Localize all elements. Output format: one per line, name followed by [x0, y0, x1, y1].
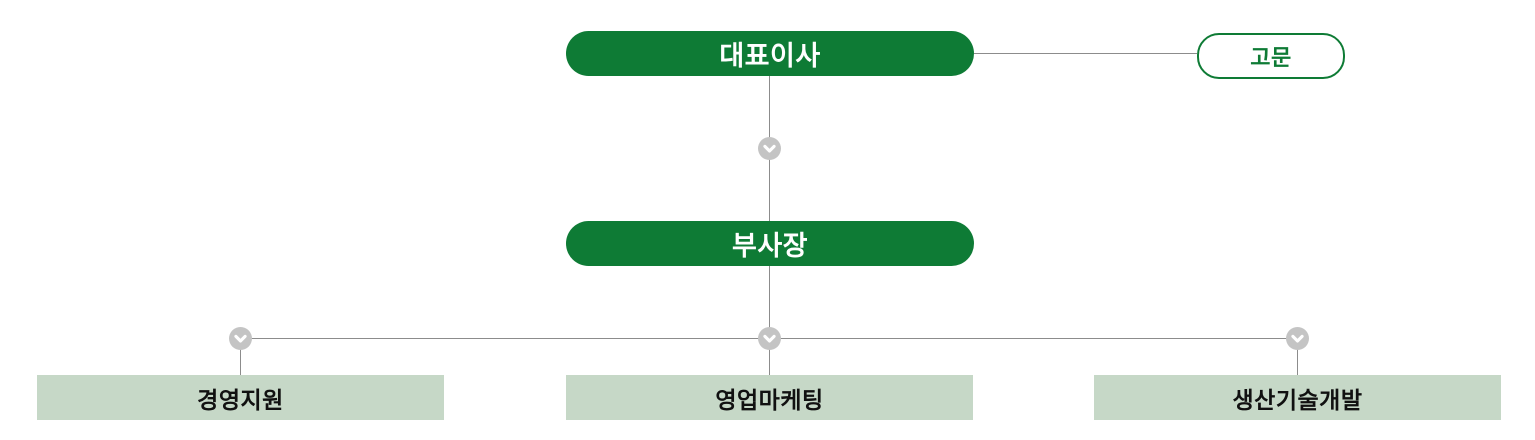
node-vice-president: 부사장: [566, 221, 974, 266]
node-dept-production-tech: 생산기술개발: [1094, 375, 1501, 420]
node-ceo: 대표이사: [566, 31, 974, 76]
chevron-down-icon: [758, 137, 781, 160]
node-dept-management-support: 경영지원: [37, 375, 444, 420]
connector-drop-dept-2: [769, 338, 770, 375]
node-dept-sales-marketing: 영업마케팅: [566, 375, 973, 420]
connector-drop-dept-3: [1297, 338, 1298, 375]
chevron-down-icon: [229, 327, 252, 350]
connector-vp-bus: [769, 266, 770, 338]
connector-ceo-advisor: [974, 53, 1197, 54]
chevron-down-icon: [1286, 327, 1309, 350]
node-advisor: 고문: [1197, 33, 1345, 79]
connector-drop-dept-1: [240, 338, 241, 375]
chevron-down-icon: [758, 327, 781, 350]
